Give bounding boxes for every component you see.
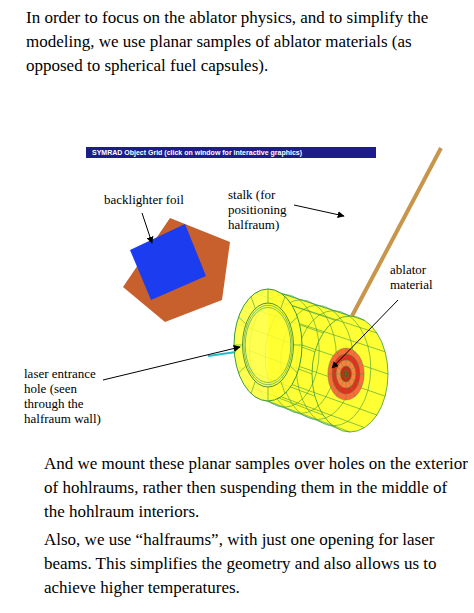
grid-line — [239, 317, 246, 324]
laser-entrance-hole — [243, 303, 294, 387]
grid-line — [292, 305, 377, 333]
grid-line — [296, 311, 370, 426]
window-title: SYMRAD Object Grid (click on window for … — [92, 148, 372, 158]
grid-line — [346, 374, 347, 400]
grid-line — [328, 374, 346, 375]
grid-line — [290, 317, 297, 324]
laser-entrance-hole — [245, 307, 291, 382]
halfraum — [234, 289, 388, 432]
grid-line — [281, 381, 285, 393]
grid-line — [268, 401, 350, 432]
grid-line — [294, 345, 303, 346]
backlighter-foil — [130, 224, 206, 300]
paragraph: Also, we use “halfraums”, with just one … — [44, 528, 470, 600]
leader-line — [103, 347, 240, 380]
leader-line — [142, 213, 152, 243]
grid-line — [268, 387, 269, 401]
laser-entrance-end — [234, 289, 302, 401]
grid-line — [330, 374, 346, 387]
laser-entrance-hole — [244, 305, 292, 385]
ablator-sample — [328, 348, 364, 400]
callout-label: backlighter foil — [104, 192, 224, 207]
grid-line — [346, 351, 355, 374]
grid-line — [346, 374, 364, 375]
grid-line — [299, 324, 385, 352]
window-title-bar — [86, 147, 376, 158]
grid-line — [251, 381, 255, 393]
leader-line — [294, 205, 344, 216]
grid-line — [346, 348, 347, 374]
callout-label: laser entrance hole (seen through the ha… — [24, 366, 118, 426]
grid-line — [346, 374, 355, 397]
grid-line — [346, 374, 362, 387]
grid-line — [281, 297, 285, 309]
paragraph: In order to focus on the ablator physics… — [26, 6, 472, 78]
grid-line — [251, 297, 255, 309]
grid-line — [337, 374, 346, 397]
grid-line — [268, 289, 269, 303]
paragraph: And we mount these planar samples over h… — [44, 452, 470, 524]
grid-line — [234, 345, 243, 346]
callout-label: ablator material — [390, 262, 452, 292]
grid-line — [239, 366, 246, 373]
grid-line — [346, 361, 362, 374]
grid-line — [290, 366, 297, 373]
backlighter-foil-back — [123, 218, 230, 322]
callout-label: stalk (for positioning halfraum) — [228, 187, 308, 232]
leader-line — [332, 300, 398, 368]
